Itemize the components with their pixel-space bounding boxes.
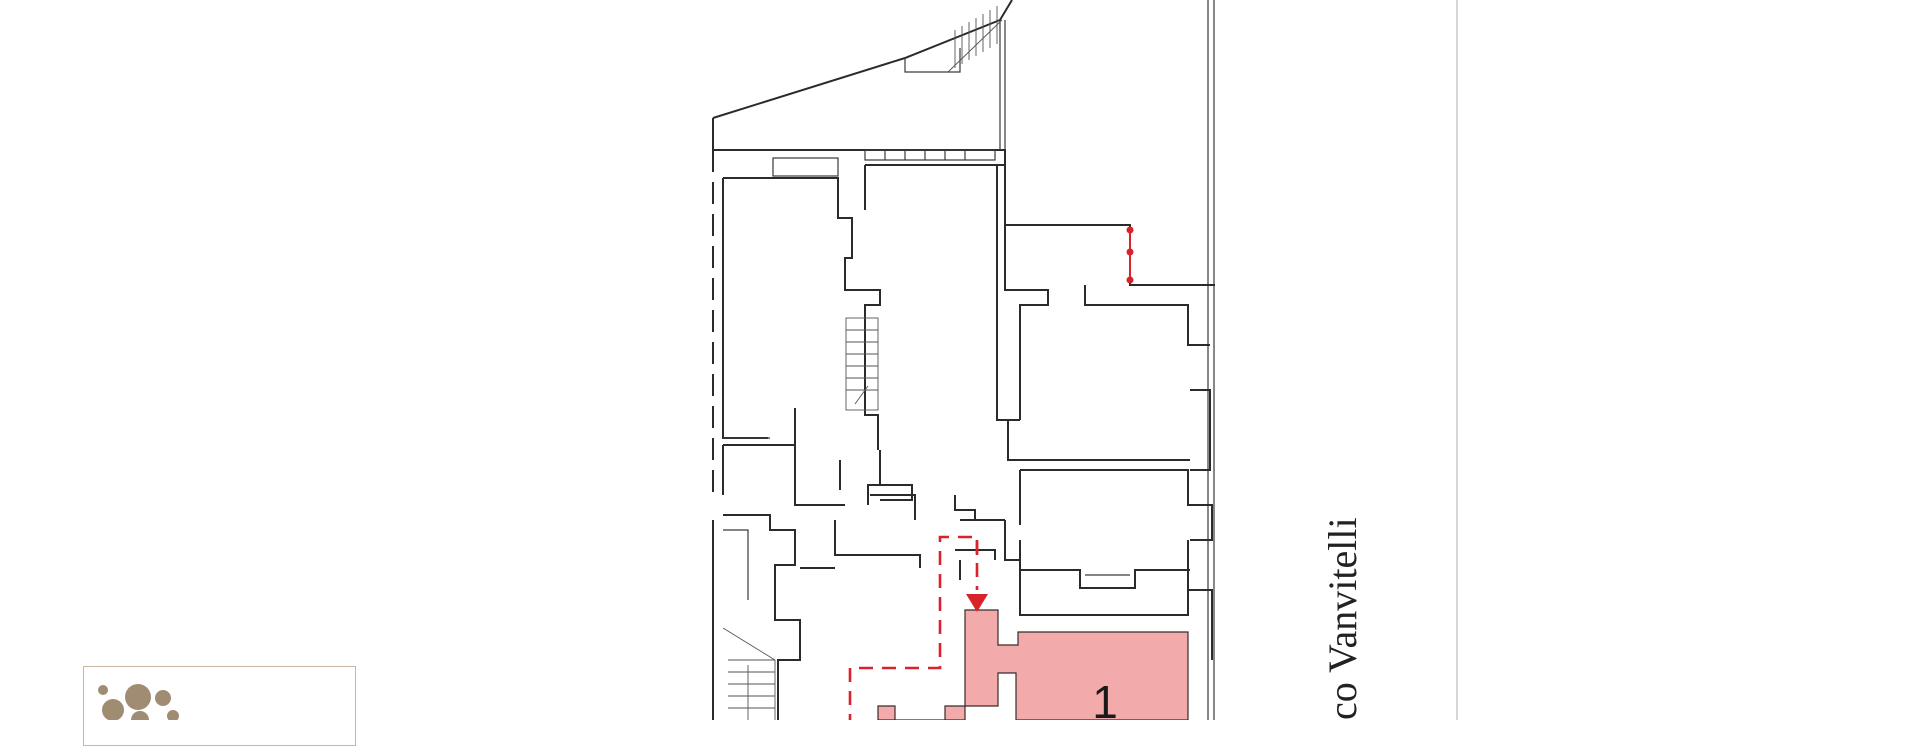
room-center	[864, 164, 1012, 505]
floor-plan: 1 co Vanvitelli	[98, 0, 1458, 720]
room-right-top	[1004, 224, 1215, 471]
upper-stair	[947, 6, 1003, 73]
window-strip	[772, 149, 996, 177]
street-name: co Vanvitelli	[1320, 517, 1365, 720]
entry-route	[848, 535, 988, 720]
unit-1-number: 1	[1092, 676, 1118, 720]
logo-frame	[83, 666, 356, 746]
unit-1-area[interactable]	[877, 609, 1189, 720]
room-left	[722, 177, 881, 506]
red-markers	[1126, 226, 1134, 284]
room-bottom-left	[722, 514, 835, 720]
route-path	[848, 535, 979, 720]
unit-1[interactable]: 1	[877, 609, 1189, 720]
interior-stair	[845, 317, 879, 411]
molecule-logo-icon	[98, 684, 179, 720]
room-center-small	[834, 460, 1005, 580]
route-arrow-icon	[966, 594, 988, 612]
room-right-middle	[1004, 469, 1213, 660]
logo-molecule-shape	[98, 684, 179, 720]
street-boundary	[1207, 0, 1458, 720]
